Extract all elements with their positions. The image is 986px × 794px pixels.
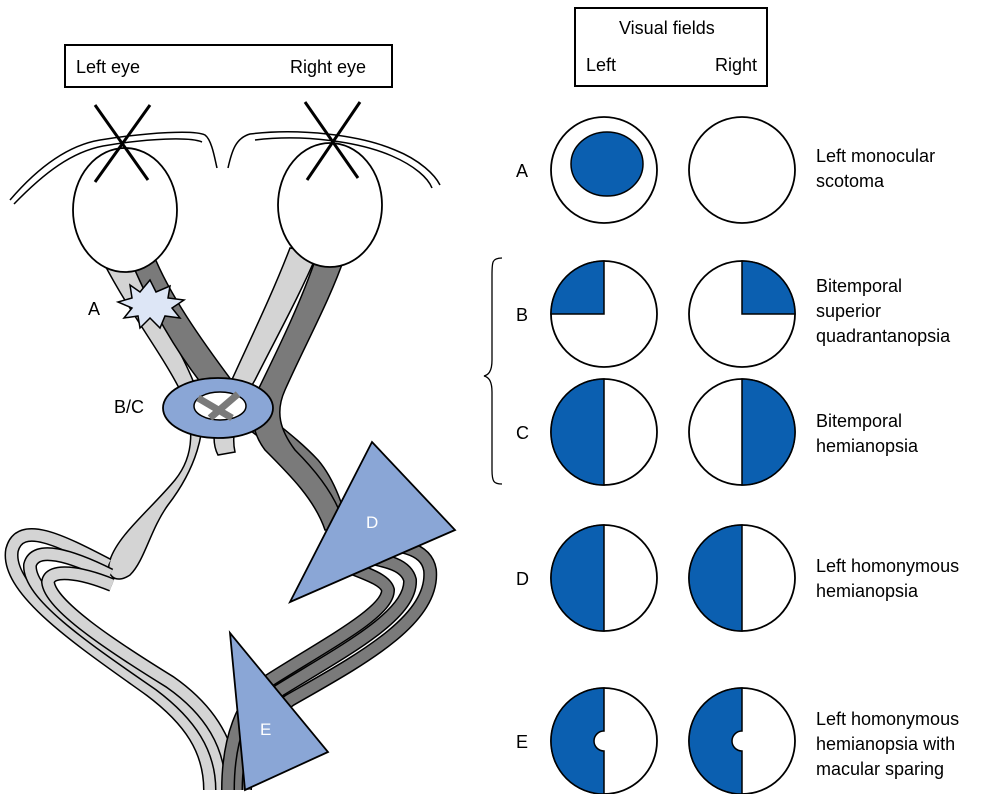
row-b-desc-line3: quadrantanopsia xyxy=(816,326,951,346)
row-a-left-scotoma xyxy=(571,132,643,196)
row-d-desc-line2: hemianopsia xyxy=(816,581,919,601)
row-d-letter: D xyxy=(516,569,529,589)
row-d-desc-line1: Left homonymous xyxy=(816,556,959,576)
row-a-desc-line2: scotoma xyxy=(816,171,885,191)
row-c-desc-line1: Bitemporal xyxy=(816,411,902,431)
right-eye-label: Right eye xyxy=(290,57,366,77)
row-a-letter: A xyxy=(516,161,528,181)
lesion-bc-label: B/C xyxy=(114,397,144,417)
fields-left-label: Left xyxy=(586,55,616,75)
right-eyeball xyxy=(278,143,382,267)
row-d-right-half xyxy=(689,525,742,631)
row-b-left-quadrant xyxy=(551,261,604,314)
row-e-desc-line2: hemianopsia with xyxy=(816,734,955,754)
fields-title: Visual fields xyxy=(619,18,715,38)
row-b-letter: B xyxy=(516,305,528,325)
row-e-desc-line1: Left homonymous xyxy=(816,709,959,729)
bc-bracket xyxy=(484,258,502,484)
row-b-desc-line1: Bitemporal xyxy=(816,276,902,296)
row-c-desc-line2: hemianopsia xyxy=(816,436,919,456)
row-b-desc-line2: superior xyxy=(816,301,881,321)
row-a-right-field xyxy=(689,117,795,223)
left-eye-label: Left eye xyxy=(76,57,140,77)
row-b-right-quadrant xyxy=(742,261,795,314)
row-e-letter: E xyxy=(516,732,528,752)
row-c-letter: C xyxy=(516,423,529,443)
fields-right-label: Right xyxy=(715,55,757,75)
row-d-left-half xyxy=(551,525,604,631)
row-a-desc-line1: Left monocular xyxy=(816,146,935,166)
row-c-left-half xyxy=(551,379,604,485)
lesion-d-label: D xyxy=(366,513,378,532)
lesion-a-label: A xyxy=(88,299,100,319)
row-c-right-half xyxy=(742,379,795,485)
row-e-desc-line3: macular sparing xyxy=(816,759,944,779)
lesion-e-label: E xyxy=(260,720,271,739)
left-eyeball xyxy=(73,148,177,272)
